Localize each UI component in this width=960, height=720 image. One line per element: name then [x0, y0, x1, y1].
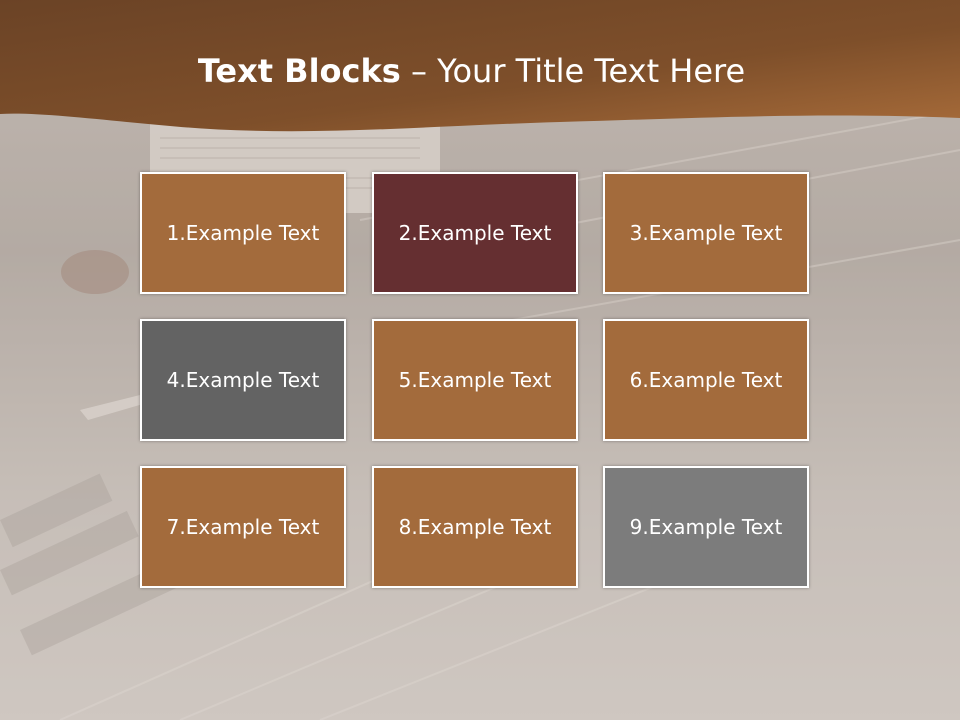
text-block-label: 7.Example Text: [166, 515, 320, 539]
text-block-1[interactable]: 1.Example Text: [140, 172, 346, 294]
text-block-label: 5.Example Text: [398, 368, 552, 392]
text-block-4[interactable]: 4.Example Text: [140, 319, 346, 441]
text-block-7[interactable]: 7.Example Text: [140, 466, 346, 588]
slide-title: Text Blocks – Your Title Text Here: [0, 52, 943, 90]
title-text: Your Title Text Here: [437, 52, 746, 90]
text-block-2[interactable]: 2.Example Text: [372, 172, 578, 294]
title-bold: Text Blocks: [197, 52, 401, 90]
text-block-label: 9.Example Text: [629, 515, 783, 539]
text-block-label: 3.Example Text: [629, 221, 783, 245]
text-block-5[interactable]: 5.Example Text: [372, 319, 578, 441]
text-block-3[interactable]: 3.Example Text: [603, 172, 809, 294]
text-block-label: 4.Example Text: [166, 368, 320, 392]
text-block-label: 1.Example Text: [166, 221, 320, 245]
text-block-6[interactable]: 6.Example Text: [603, 319, 809, 441]
text-block-label: 6.Example Text: [629, 368, 783, 392]
text-block-8[interactable]: 8.Example Text: [372, 466, 578, 588]
text-block-label: 8.Example Text: [398, 515, 552, 539]
text-block-label: 2.Example Text: [398, 221, 552, 245]
text-block-9[interactable]: 9.Example Text: [603, 466, 809, 588]
title-separator: –: [400, 52, 438, 90]
